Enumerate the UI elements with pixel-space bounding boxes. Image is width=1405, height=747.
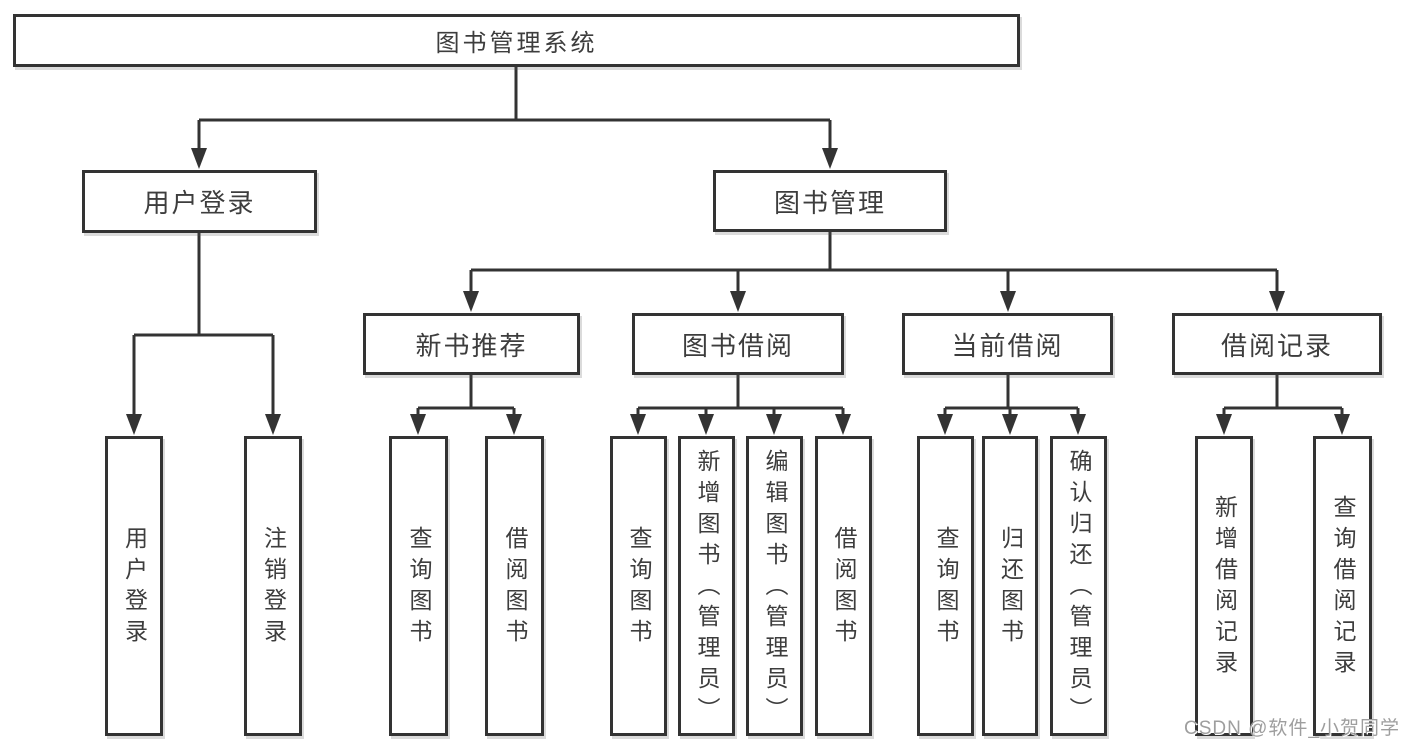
wire-root-to-level2 xyxy=(197,67,832,151)
node-library-management-system: 图书管理系统 xyxy=(13,14,1020,67)
leaf-confirm-return-admin: 确认归还（管理员） xyxy=(1050,436,1107,736)
arrow-icon xyxy=(630,414,646,435)
node-book-management: 图书管理 xyxy=(713,170,947,232)
arrow-icon xyxy=(1000,291,1016,312)
wire-borrow-to-leaves xyxy=(636,375,845,417)
leaf-return-books: 归还图书 xyxy=(982,436,1038,736)
arrow-icon xyxy=(1216,414,1232,435)
leaf-query-borrow-record: 查询借阅记录 xyxy=(1313,436,1372,736)
node-user-login: 用户登录 xyxy=(82,170,317,233)
arrow-icon xyxy=(1070,414,1086,435)
arrow-icon xyxy=(1334,414,1350,435)
arrow-icon xyxy=(463,291,479,312)
wire-newbook-to-leaves xyxy=(416,375,516,417)
csdn-watermark: CSDN @软件_小贺同学 xyxy=(1184,718,1400,739)
leaf-logout: 注销登录 xyxy=(244,436,302,736)
arrow-icon xyxy=(126,414,142,435)
leaf-borrow-books: 借阅图书 xyxy=(815,436,872,736)
node-current-borrowing: 当前借阅 xyxy=(902,313,1113,375)
arrow-icon xyxy=(730,291,746,312)
arrow-icon xyxy=(822,148,838,169)
leaf-edit-books-admin: 编辑图书（管理员） xyxy=(746,436,803,736)
arrow-icon xyxy=(265,414,281,435)
arrowheads xyxy=(126,148,1350,435)
leaf-add-books-admin: 新增图书（管理员） xyxy=(678,436,735,736)
arrow-icon xyxy=(1002,414,1018,435)
leaf-borrow-books-recommend: 借阅图书 xyxy=(485,436,544,736)
wire-records-to-leaves xyxy=(1222,375,1344,417)
leaf-user-login: 用户登录 xyxy=(105,436,163,736)
arrow-icon xyxy=(835,414,851,435)
arrow-icon xyxy=(410,414,426,435)
arrow-icon xyxy=(766,414,782,435)
arrow-icon xyxy=(191,148,207,169)
node-new-book-recommend: 新书推荐 xyxy=(363,313,580,375)
leaf-query-books-current: 查询图书 xyxy=(917,436,974,736)
arrow-icon xyxy=(937,414,953,435)
wire-bookmgmt-to-level3 xyxy=(469,232,1279,294)
node-borrowing-records: 借阅记录 xyxy=(1172,313,1382,375)
leaf-query-books-recommend: 查询图书 xyxy=(389,436,448,736)
leaf-add-borrow-record: 新增借阅记录 xyxy=(1195,436,1253,736)
wire-current-to-leaves xyxy=(943,375,1080,417)
arrow-icon xyxy=(1269,291,1285,312)
leaf-query-books-borrowing: 查询图书 xyxy=(610,436,667,736)
wire-userlogin-to-leaves xyxy=(132,233,275,417)
arrow-icon xyxy=(698,414,714,435)
node-book-borrowing: 图书借阅 xyxy=(632,313,844,375)
arrow-icon xyxy=(506,414,522,435)
